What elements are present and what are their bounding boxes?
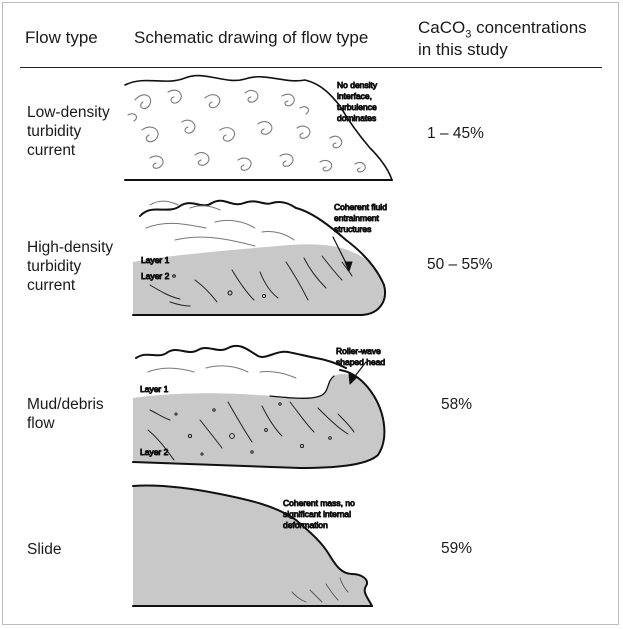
type-line: current [27,277,76,294]
annotation-line: Coherent mass, no [283,498,355,508]
fluid-entrainment-lines [145,200,295,247]
type-line: turbidity [27,258,82,275]
header-rule [20,67,602,68]
header-schematic: Schematic drawing of flow type [134,28,369,47]
header-caco3-suffix: concentrations [471,18,587,37]
header-caco3-subscript: 3 [465,28,472,41]
turbulent-eddies [127,89,366,173]
concentration-low-density: 1 – 45% [427,125,484,142]
concentration-slide: 59% [441,540,473,557]
layer-label: Layer 1 [140,384,169,394]
annotation-line: interface, [337,91,372,101]
slide-fabric-lines [291,577,349,603]
debris-clasts [174,402,332,456]
flow-type-low-density: Low-density turbidity current [27,103,110,160]
annotation-line: shaped head [336,357,385,367]
flow-type-slide: Slide [27,540,61,559]
annotation-line: significant internal [283,509,351,519]
header-caco3: CaCO3 concentrations [418,17,587,41]
annotation-line: Roller-wave [336,346,381,356]
type-line: turbidity [27,123,82,140]
annotation-line: deformation [283,520,328,530]
sediment-fabric-lines [149,255,353,307]
header-caco3-prefix: CaCO [418,18,466,37]
header-caco3-line2: in this study [418,40,508,59]
flow-type-mud-debris: Mud/debris flow [27,395,104,433]
flow-type-high-density: High-density turbidity current [27,238,113,295]
annotation-line: entrainment [334,213,380,223]
annotation-line: No density [337,80,378,90]
type-line: current [27,142,76,159]
debris-fabric-lines [147,401,355,461]
header-flow-type: Flow type [25,28,98,47]
mud-debris-flow-drawing: Roller-wave shaped head Layer 1 Layer 2 [132,344,386,469]
layer-label: Layer 1 [141,255,170,265]
low-density-flow-drawing: No density interface, turbulence dominat… [124,74,393,181]
layer-label: Layer 2 [140,447,169,457]
type-line: Slide [27,541,62,558]
type-line: Low-density [27,104,110,121]
concentration-high-density: 50 – 55% [427,256,493,273]
flow-surface-lines [147,365,297,379]
layer-label: Layer 2 [141,271,170,281]
annotation-line: dominates [337,113,376,123]
concentration-mud-debris: 58% [441,396,473,413]
annotation-line: structures [334,224,371,234]
type-line: Mud/debris [27,396,104,413]
slide-drawing: Coherent mass, no significant internal d… [132,484,373,607]
annotation-line: turbulence [337,102,377,112]
type-line: High-density [27,239,114,256]
high-density-flow-drawing: Coherent fluid entrainment structures La… [132,199,388,316]
schematic-drawings: No density interface, turbulence dominat… [124,74,393,607]
type-line: flow [27,415,55,432]
annotation-line: Coherent fluid [334,202,387,212]
